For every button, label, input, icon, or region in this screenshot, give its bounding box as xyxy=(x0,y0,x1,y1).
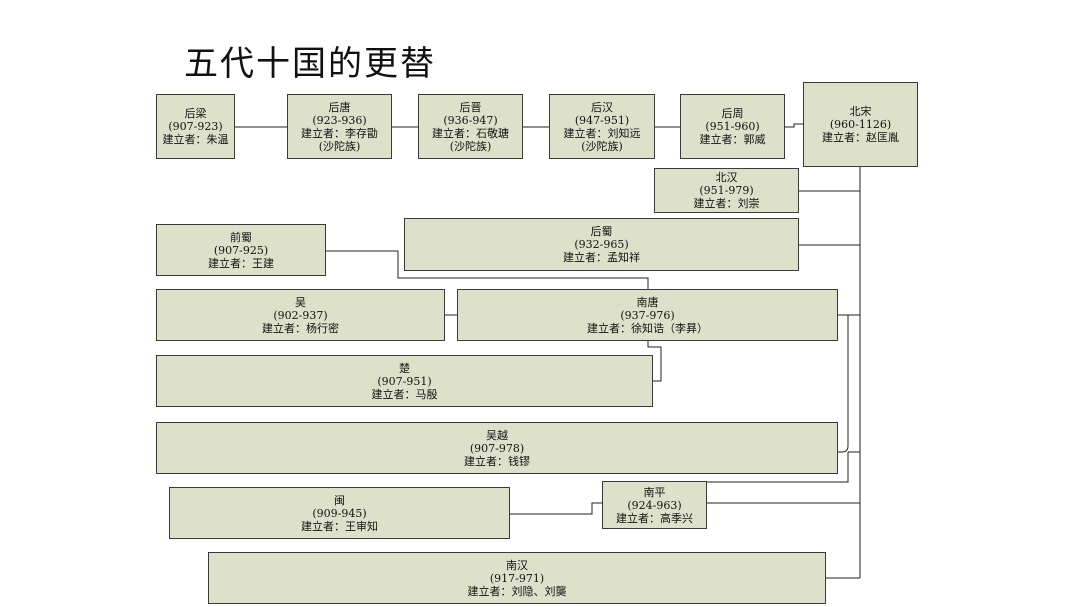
state-name: 后周 xyxy=(721,107,744,120)
state-box-hou-han: 后汉 (947-951) 建立者：刘知远 (沙陀族) xyxy=(549,94,655,159)
state-box-nan-ping: 南平 (924-963) 建立者：高季兴 xyxy=(602,481,707,529)
state-note: (沙陀族) xyxy=(318,139,361,153)
state-years: (907-925) xyxy=(213,243,269,257)
state-founder: 建立者：杨行密 xyxy=(262,321,339,335)
link-houzhou-beisong xyxy=(785,123,803,128)
state-box-hou-tang: 后唐 (923-936) 建立者：李存勖 (沙陀族) xyxy=(287,94,392,159)
state-box-bei-song: 北宋 (960-1126) 建立者：赵匡胤 xyxy=(803,82,918,167)
state-years: (917-971) xyxy=(489,571,545,585)
state-founder: 建立者：石敬瑭 xyxy=(432,126,509,140)
link-nantang-chu xyxy=(647,341,662,382)
state-box-hou-shu: 后蜀 (932-965) 建立者：孟知祥 xyxy=(404,218,799,271)
state-note: (沙陀族) xyxy=(449,139,492,153)
state-box-hou-zhou: 后周 (951-960) 建立者：郭威 xyxy=(680,94,785,159)
state-years: (907-951) xyxy=(377,374,432,388)
state-box-min: 闽 (909-945) 建立者：王审知 xyxy=(169,487,510,539)
state-founder: 建立者：刘隐、刘龑 xyxy=(467,584,567,598)
state-name: 南平 xyxy=(643,485,666,499)
state-name: 南唐 xyxy=(636,295,659,309)
state-box-wu-yue: 吴越 (907-978) 建立者：钱镠 xyxy=(156,422,838,474)
state-name: 北宋 xyxy=(849,105,872,118)
state-box-bei-han: 北汉 (951-979) 建立者：刘崇 xyxy=(654,168,799,213)
state-years: (951-960) xyxy=(705,120,760,133)
state-founder: 建立者：钱镠 xyxy=(464,454,530,468)
state-founder: 建立者：孟知祥 xyxy=(563,251,640,264)
state-founder: 建立者：赵匡胤 xyxy=(822,131,899,144)
state-box-wu: 吴 (902-937) 建立者：杨行密 xyxy=(156,289,445,341)
state-name: 前蜀 xyxy=(230,230,252,244)
state-note: (沙陀族) xyxy=(581,139,623,153)
state-box-nan-han: 南汉 (917-971) 建立者：刘隐、刘龑 xyxy=(208,552,826,604)
state-years: (924-963) xyxy=(627,498,682,512)
state-box-chu: 楚 (907-951) 建立者：马殷 xyxy=(156,355,653,407)
state-founder: 建立者：高季兴 xyxy=(616,511,693,525)
state-founder: 建立者：徐知诰（李昪） xyxy=(587,321,708,335)
state-founder: 建立者：王审知 xyxy=(301,519,378,533)
link-min-nanping xyxy=(510,502,602,515)
state-box-hou-jin: 后晋 (936-947) 建立者：石敬瑭 (沙陀族) xyxy=(418,94,523,159)
state-years: (947-951) xyxy=(574,113,630,127)
state-years: (907-923) xyxy=(168,120,223,133)
state-name: 后晋 xyxy=(459,100,482,114)
state-founder: 建立者：朱温 xyxy=(162,133,229,146)
state-name: 楚 xyxy=(399,361,410,375)
state-founder: 建立者：王建 xyxy=(208,256,274,270)
state-years: (909-945) xyxy=(312,506,367,520)
state-name: 闽 xyxy=(334,493,345,507)
state-years: (902-937) xyxy=(273,308,328,322)
link-beisong-wuyue xyxy=(838,314,849,453)
state-years: (907-978) xyxy=(469,441,525,455)
state-box-hou-liang: 后梁 (907-923) 建立者：朱温 xyxy=(156,94,235,159)
state-years: (936-947) xyxy=(443,113,498,127)
state-founder: 建立者：郭威 xyxy=(699,133,766,146)
state-years: (923-936) xyxy=(312,113,367,127)
state-founder: 建立者：李存勖 xyxy=(301,126,378,140)
state-years: (951-979) xyxy=(699,184,754,197)
state-name: 北汉 xyxy=(715,171,738,184)
state-years: (960-1126) xyxy=(829,118,892,131)
link-wuyue-nanping xyxy=(707,452,849,483)
state-name: 后梁 xyxy=(184,107,207,120)
state-name: 吴越 xyxy=(486,428,508,442)
state-name: 后唐 xyxy=(328,100,351,114)
page-title: 五代十国的更替 xyxy=(184,44,436,84)
state-box-qian-shu: 前蜀 (907-925) 建立者：王建 xyxy=(156,224,326,276)
link-qianshu-houshu xyxy=(326,250,649,289)
state-name: 南汉 xyxy=(506,558,528,572)
state-box-nan-tang: 南唐 (937-976) 建立者：徐知诰（李昪） xyxy=(457,289,838,341)
state-founder: 建立者：马殷 xyxy=(371,387,438,401)
state-name: 后汉 xyxy=(591,100,613,114)
state-founder: 建立者：刘崇 xyxy=(693,197,760,210)
state-founder: 建立者：刘知远 xyxy=(563,126,641,140)
state-name: 吴 xyxy=(295,295,306,309)
state-name: 后蜀 xyxy=(590,225,613,238)
state-years: (932-965) xyxy=(574,238,629,251)
state-years: (937-976) xyxy=(620,308,675,322)
